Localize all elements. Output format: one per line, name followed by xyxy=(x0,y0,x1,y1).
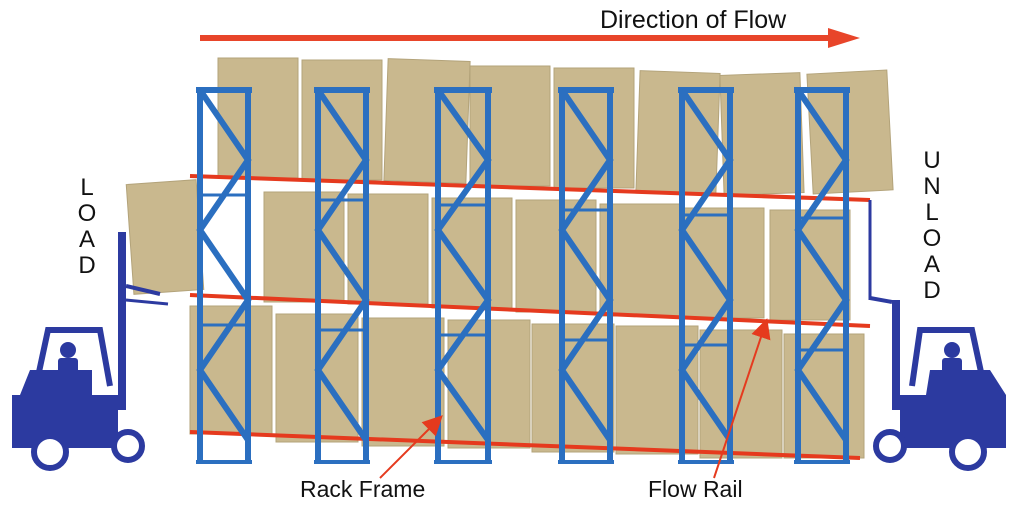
direction-of-flow-title: Direction of Flow xyxy=(600,6,787,34)
pallet-boxes-middle xyxy=(125,179,851,321)
forklift-icon xyxy=(12,232,169,471)
forklift-icon xyxy=(868,200,1006,471)
load-label-letter: L xyxy=(80,174,94,201)
rack-frames xyxy=(196,87,850,464)
callout-leaders xyxy=(379,318,771,479)
rack-frame-callout: Rack Frame xyxy=(300,476,426,502)
load-label-letter: A xyxy=(78,226,95,253)
unload-label-letter: D xyxy=(923,277,941,304)
unload-label-letter: N xyxy=(923,173,941,200)
unload-label-letter: O xyxy=(922,225,942,252)
load-label-letter: O xyxy=(77,200,97,227)
unload-label-letter: A xyxy=(923,251,940,278)
unload-label-letter: L xyxy=(925,199,939,226)
load-label-letter: D xyxy=(78,252,96,279)
pallet-boxes-top xyxy=(217,57,894,196)
unload-label-letter: U xyxy=(923,147,941,174)
flow-rail-callout: Flow Rail xyxy=(648,476,743,502)
flow-arrow-icon xyxy=(200,28,860,48)
